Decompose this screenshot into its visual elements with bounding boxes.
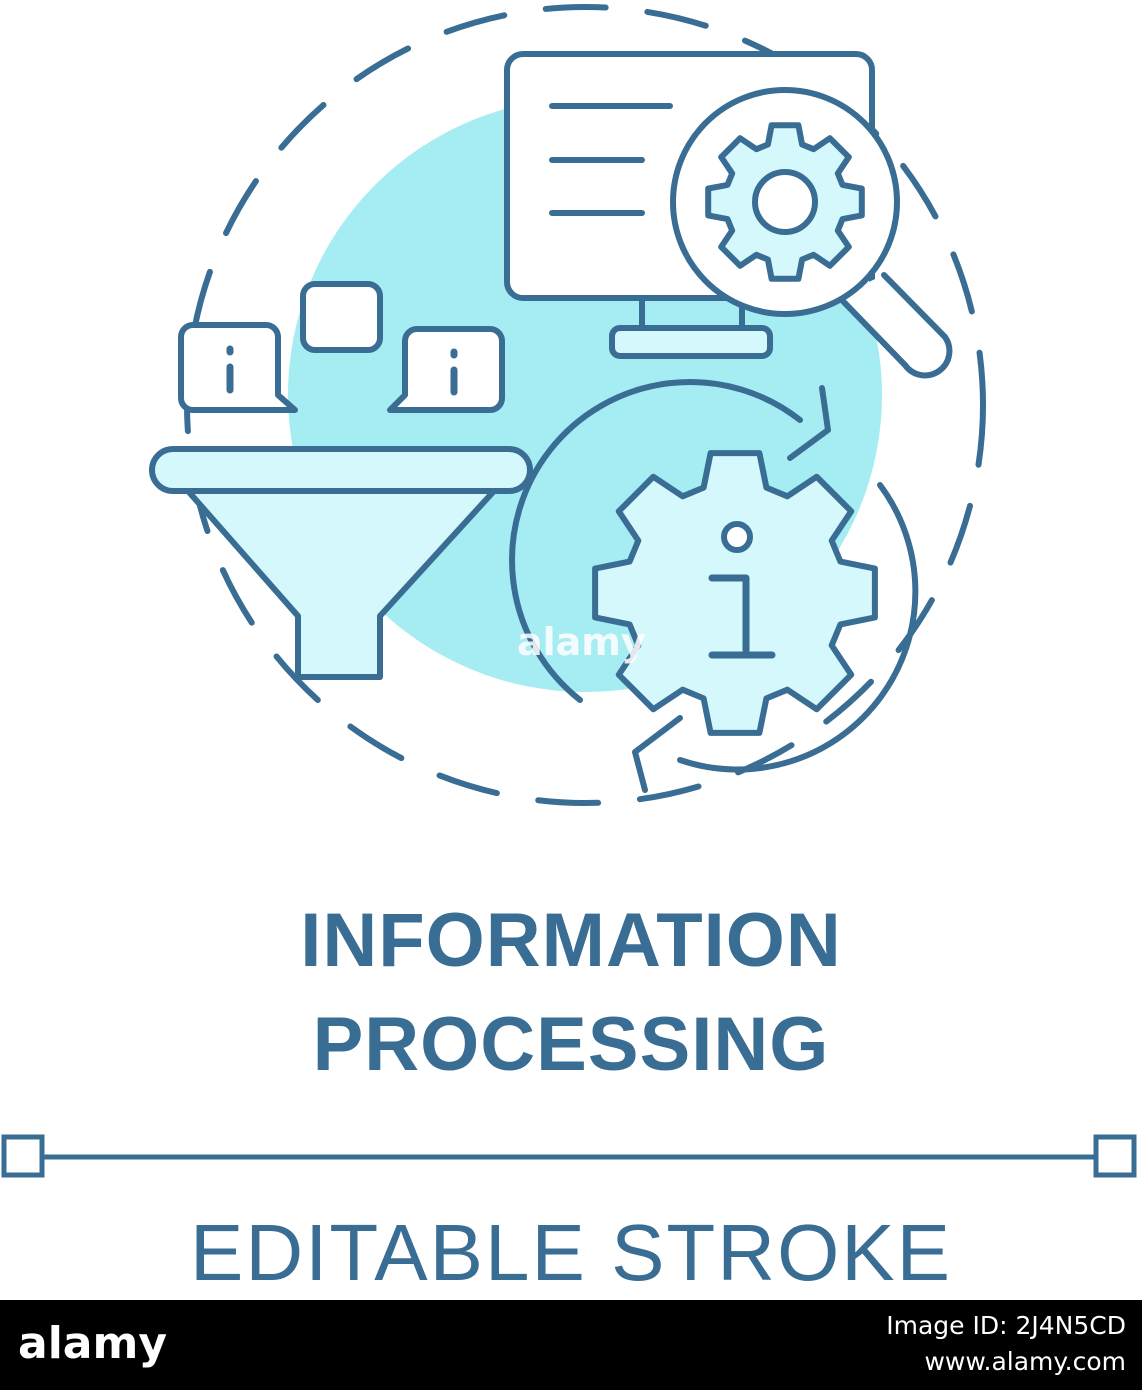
right-handle [1093,1134,1137,1178]
stroke-handle-line [1,1134,1137,1178]
information-processing-illustration [149,4,986,806]
magnifier-gear-icon [670,87,953,379]
info-gear-icon [508,378,919,793]
title-line-2: PROCESSING [312,1002,830,1087]
gear-icon [592,450,878,736]
funnel-icon [149,446,533,680]
footer-info: Image ID: 2J4N5CD www.alamy.com [886,1308,1126,1380]
image-id: Image ID: 2J4N5CD [886,1311,1126,1340]
chat-bubble-icon [178,281,505,413]
brand-logo: alamy [18,1318,167,1369]
watermark-text: alamy [517,620,646,664]
title-line-1: INFORMATION [300,898,842,983]
footer-bar: alamy Image ID: 2J4N5CD www.alamy.com [0,1300,1142,1390]
left-handle [1,1134,45,1178]
site-url: www.alamy.com [924,1347,1126,1376]
editable-stroke-label: EDITABLE STROKE [189,1208,953,1297]
icon-canvas: alamy INFORMATION PROCESSING EDITABLE ST… [1,4,1137,1297]
